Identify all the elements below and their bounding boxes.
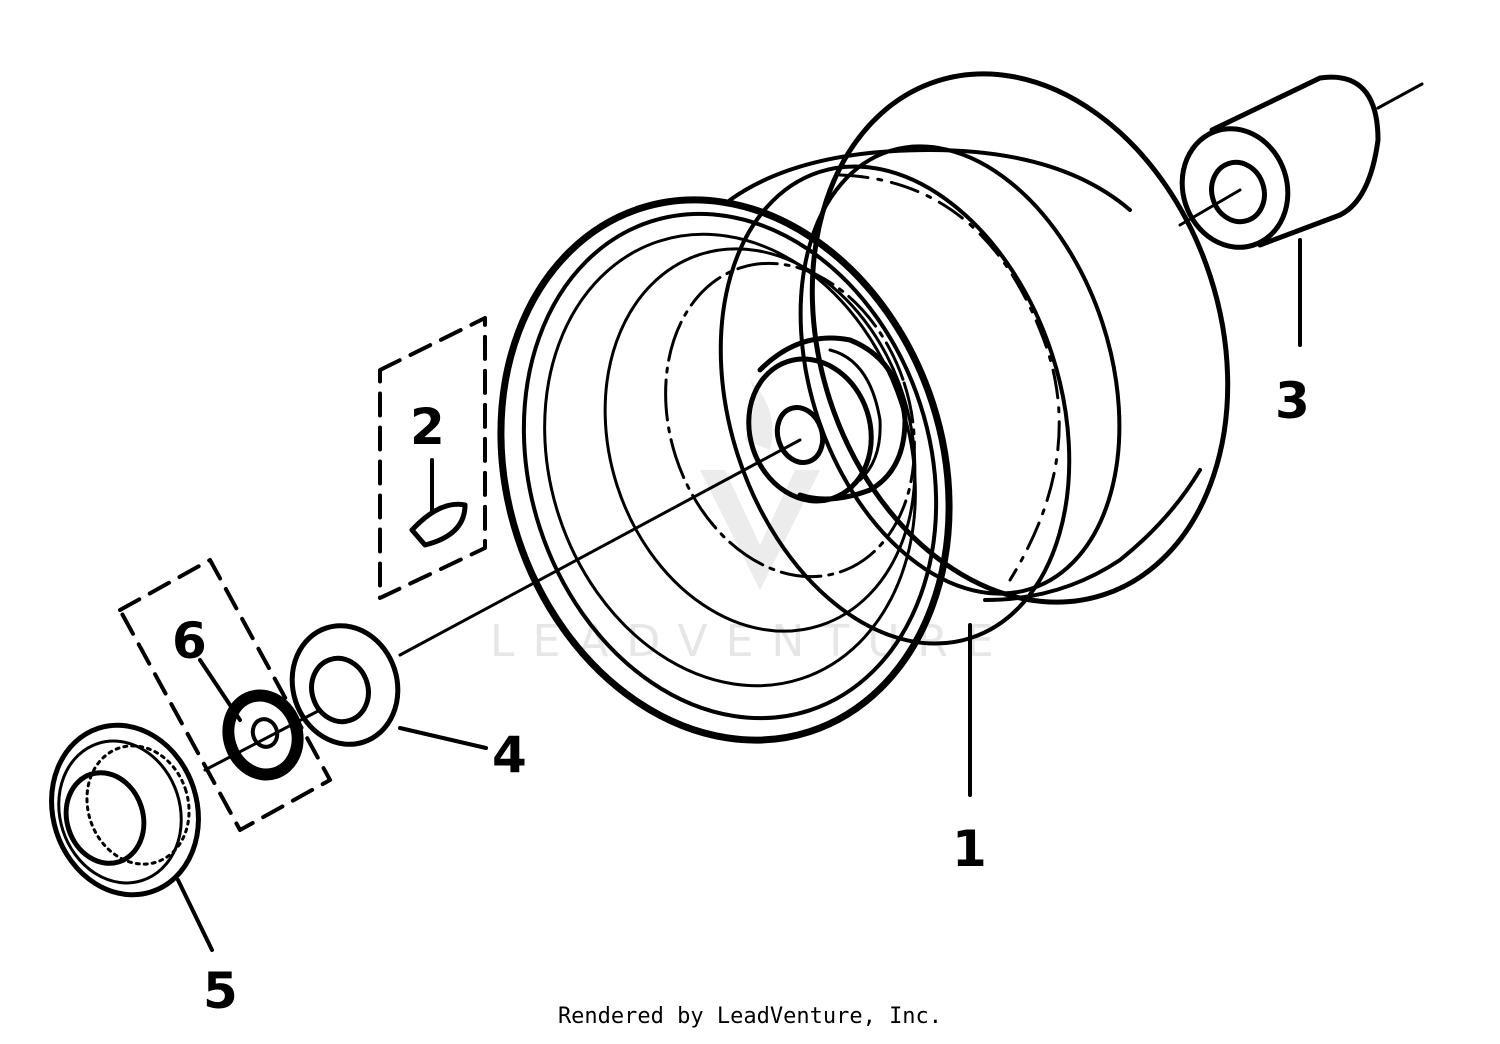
wheel-hub	[746, 335, 908, 504]
rim-drum-bottom	[983, 468, 1202, 602]
valve-group	[378, 316, 487, 600]
axis-line-washer	[203, 708, 322, 772]
valve-dashed-box	[378, 316, 487, 600]
part-label-5: 5	[203, 962, 238, 1020]
bearing-inner	[63, 770, 147, 866]
watermark-text: LEADVENTURE	[490, 616, 1012, 667]
axis-line-front	[398, 438, 802, 657]
rim-drum-top	[728, 148, 1132, 212]
bearing-race	[85, 744, 191, 866]
fitting-hex-outer	[222, 689, 304, 781]
hub-face	[746, 356, 874, 504]
valve-cap	[409, 501, 468, 548]
footer-credit: Rendered by LeadVenture, Inc.	[557, 1004, 943, 1029]
spacer-bushing	[1179, 74, 1381, 250]
spacer-face	[1179, 126, 1291, 250]
bearing	[49, 722, 201, 898]
rim-front-flange-inner	[521, 211, 939, 721]
part-label-2: 2	[410, 398, 445, 456]
spacer-bore	[1209, 159, 1267, 225]
bearing-mid	[57, 739, 183, 885]
bearing-outer	[49, 722, 201, 898]
watermark-logo-icon	[700, 380, 820, 590]
rim-back-flange	[809, 71, 1231, 605]
part-label-4: 4	[492, 726, 527, 784]
hub-collar	[828, 348, 882, 482]
leader-line-5	[176, 878, 214, 952]
hub-bore	[774, 405, 826, 465]
rim-inner-ring-3	[664, 261, 916, 579]
washer-outer	[289, 623, 401, 747]
axis-line-tail	[1376, 82, 1424, 110]
spacer-body	[1209, 74, 1381, 248]
washer	[289, 623, 401, 747]
fitting-dashed-box	[118, 558, 332, 832]
washer-inner	[309, 655, 371, 725]
part-label-3: 3	[1275, 372, 1310, 430]
fitting-group	[118, 558, 332, 832]
rim-front-flange-outer	[497, 196, 953, 744]
rim-groove-1	[798, 144, 1122, 596]
rim-center-dashed	[838, 173, 1061, 582]
leader-line-6	[198, 658, 242, 722]
hub-body	[757, 335, 908, 502]
part-label-1: 1	[952, 820, 987, 878]
leader-line-4	[398, 726, 488, 750]
part-label-6: 6	[172, 612, 207, 670]
fitting-hex-inner	[250, 717, 280, 749]
wheel-rim	[497, 71, 1231, 744]
